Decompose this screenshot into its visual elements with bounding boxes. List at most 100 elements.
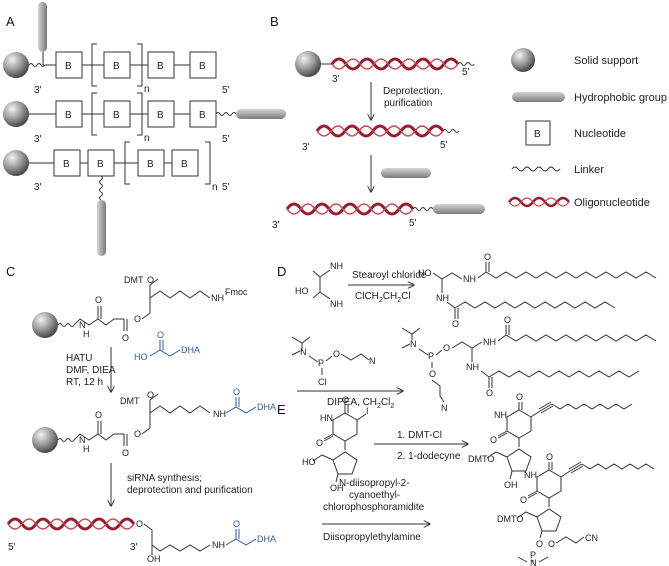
nucleotide-label: B [113,110,120,121]
repeat-subscript: n [144,84,150,95]
svg-text:I: I [366,406,369,416]
reagent-label: DMF, DIEA [66,365,116,376]
svg-text:O: O [516,392,523,402]
uracil-ring [506,409,532,439]
svg-text:OH: OH [330,483,344,493]
svg-text:O: O [134,429,141,439]
svg-text:DMT: DMT [124,275,144,285]
panel-label-d: D [277,264,286,279]
svg-text:NH: NH [212,540,225,550]
construct-a2: B B n B B 3' 5' [3,92,286,145]
nucleotide-label: B [147,159,154,170]
svg-text:DHA: DHA [181,345,200,355]
svg-text:HO: HO [418,268,432,278]
repeat-subscript: n [212,182,218,193]
svg-text:DHA: DHA [257,534,276,544]
panel-label-a: A [6,14,15,29]
svg-text:DMTO: DMTO [468,454,494,464]
panel-d-reaction2: N P Cl O N DIPEA, CH2Cl2 N P O NH O NH O… [291,315,657,413]
nucleotide-box [103,100,131,128]
svg-text:O: O [147,275,154,285]
reagent-label: Stearoyl chloride [352,270,427,281]
svg-text:NH: NH [213,409,226,419]
svg-text:O: O [342,395,349,405]
five-prime-label: 5' [409,218,417,229]
nucleotide-box [55,100,83,128]
panel-label-c: C [6,264,15,279]
linker-squiggle [28,63,46,67]
svg-text:O: O [157,330,164,340]
panel-label-b: B [270,14,279,29]
svg-text:H: H [83,329,90,339]
reagent-label: chlorophosphoramidite [323,502,425,513]
svg-text:O: O [429,369,436,379]
svg-text:NH: NH [330,261,343,271]
nucleotide-box [53,149,81,177]
step-label: 2. 1-dodecyne [397,451,461,462]
svg-text:NH: NH [483,337,496,347]
oligonucleotide-helix [315,124,445,138]
svg-text:NH: NH [463,274,476,284]
reagent-label: cyanoethyl- [349,490,400,501]
svg-text:CN: CN [585,533,598,543]
nucleotide-box [147,51,175,79]
three-prime-label: 3' [272,220,280,231]
construct-a3: B B B B n 3' 5' [3,141,230,256]
svg-text:HN: HN [320,413,333,423]
svg-text:HO: HO [295,286,309,296]
oligonucleotide-helix [285,202,415,216]
svg-text:O: O [504,315,511,325]
nucleotide-label: B [181,159,188,170]
step-label: siRNA synthesis; [127,473,202,484]
panel-c-intermediate: O N H O O DMT O NH O DHA [32,387,276,458]
solid-support-sphere [3,150,29,176]
legend-linker: Linker [574,164,604,176]
svg-text:P: P [318,358,324,368]
nucleotide-box [189,51,217,79]
panel-b-step2: 3' 5' [302,124,460,192]
construct-a1: B B n B B 3' 5' [3,2,230,96]
svg-text:HO: HO [302,457,316,467]
bracket-open [124,141,130,185]
legend-box-label: B [534,129,541,140]
three-prime-label: 3' [34,134,42,145]
svg-text:O: O [134,314,141,324]
svg-text:O: O [486,388,493,398]
svg-text:N: N [530,558,537,566]
reagent-label: Diisopropylethylamine [323,532,421,543]
svg-text:O: O [452,319,459,329]
svg-text:O: O [490,435,497,445]
three-prime-label: 3' [332,74,340,85]
svg-text:O: O [536,539,543,549]
legend-rod-icon [512,92,565,102]
svg-text:N: N [441,403,448,413]
linker-squiggle [442,129,460,133]
legend: Solid support Hydrophobic group B Nucleo… [508,48,667,209]
svg-text:NH: NH [466,362,479,372]
nucleotide-label: B [113,61,120,72]
svg-text:O: O [95,295,102,305]
legend-helix-icon [508,196,570,208]
svg-text:N: N [369,356,376,366]
svg-text:P: P [530,550,536,560]
nucleotide-label: B [65,110,72,121]
panel-e-product: O NH O DMTO O P O CN N [497,452,655,566]
svg-text:DMTO: DMTO [497,514,523,524]
legend-box-icon [525,120,551,146]
svg-text:DMT: DMT [120,396,140,406]
panel-e-intermediate: O NH O DMTO OH [468,392,633,490]
svg-text:O: O [122,333,129,343]
linker-squiggle [215,112,237,116]
step-label: Deprotection, [383,86,442,97]
svg-text:NH: NH [436,293,449,303]
svg-text:O: O [484,252,491,262]
dha-acid: HO O DHA [134,330,200,362]
svg-text:O: O [333,349,340,359]
linker-squiggle [412,207,434,211]
reagent-label: N-diisopropyl-2- [339,478,410,489]
svg-text:NH: NH [524,470,537,480]
panel-e-start: O I HN O HO OH [302,395,369,493]
svg-text:H: H [83,444,90,454]
svg-text:N: N [79,320,86,330]
